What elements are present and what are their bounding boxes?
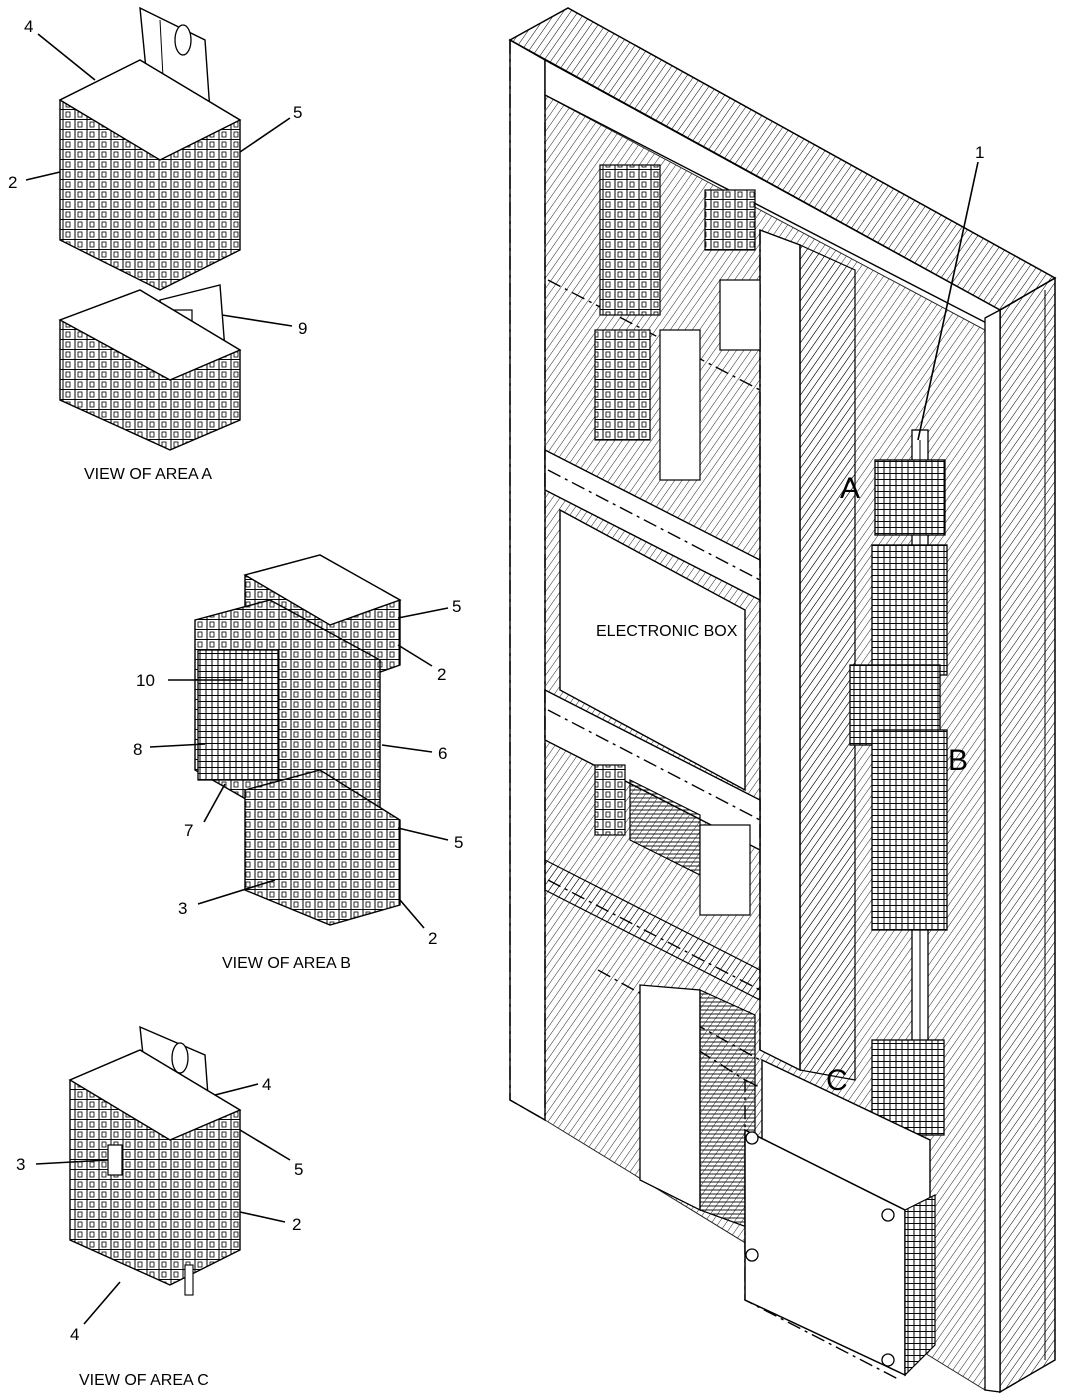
leader-c-4-top	[214, 1083, 259, 1096]
leader-c-3	[35, 1159, 109, 1165]
leader-c-4-bottom	[83, 1281, 121, 1325]
leader-c-5	[239, 1129, 291, 1161]
callout-c-4-top: 4	[262, 1075, 271, 1094]
callout-b-2-top: 2	[437, 665, 446, 684]
caption-view-b: VIEW OF AREA B	[222, 955, 351, 972]
leader-b-5-top	[397, 607, 449, 619]
callout-c-3: 3	[16, 1155, 25, 1174]
electronic-box-label: ELECTRONIC BOX	[596, 623, 738, 640]
leader-a-4	[37, 33, 96, 81]
leader-b-2-top	[397, 644, 433, 667]
view-area-c	[68, 1025, 242, 1296]
leader-b-7	[203, 783, 226, 823]
callout-b-7: 7	[184, 821, 193, 840]
callout-a-9: 9	[298, 319, 307, 338]
leader-a-9	[221, 314, 293, 327]
lower-components	[594, 764, 751, 916]
callout-b-5-bottom: 5	[454, 833, 463, 852]
callout-main-1: 1	[975, 143, 984, 162]
electronic-cabinet	[508, 7, 1057, 1394]
view-area-a	[58, 6, 242, 451]
view-area-b	[194, 554, 402, 926]
area-c-marker: C	[826, 1064, 848, 1097]
callout-a-5: 5	[293, 103, 302, 122]
leader-b-3	[197, 879, 276, 905]
callout-b-3: 3	[178, 899, 187, 918]
leader-b-2-bottom	[399, 899, 425, 929]
leader-b-5-bottom	[397, 827, 449, 841]
callout-b-2-bottom: 2	[428, 929, 437, 948]
leader-b-6	[381, 744, 433, 753]
callout-b-6: 6	[438, 744, 447, 763]
callout-c-4-bottom: 4	[70, 1325, 79, 1344]
leader-c-2	[239, 1211, 286, 1223]
junction-box	[744, 1058, 936, 1377]
leader-b-8	[149, 743, 206, 748]
callout-a-4: 4	[24, 17, 33, 36]
leader-a-5	[239, 117, 291, 153]
callout-b-5-top: 5	[452, 597, 461, 616]
leader-a-2	[25, 171, 61, 181]
callout-c-2: 2	[292, 1215, 301, 1234]
callout-b-8: 8	[133, 740, 142, 759]
upper-components	[594, 164, 761, 481]
din-rail-assembly	[849, 429, 948, 1136]
caption-view-a: VIEW OF AREA A	[84, 466, 212, 483]
caption-view-c: VIEW OF AREA C	[79, 1372, 209, 1389]
area-b-marker: B	[948, 744, 968, 777]
leader-main-1	[917, 161, 979, 441]
callout-c-5: 5	[294, 1160, 303, 1179]
area-a-marker: A	[840, 472, 860, 505]
callout-a-2: 2	[8, 173, 17, 192]
callout-b-10: 10	[136, 671, 155, 690]
